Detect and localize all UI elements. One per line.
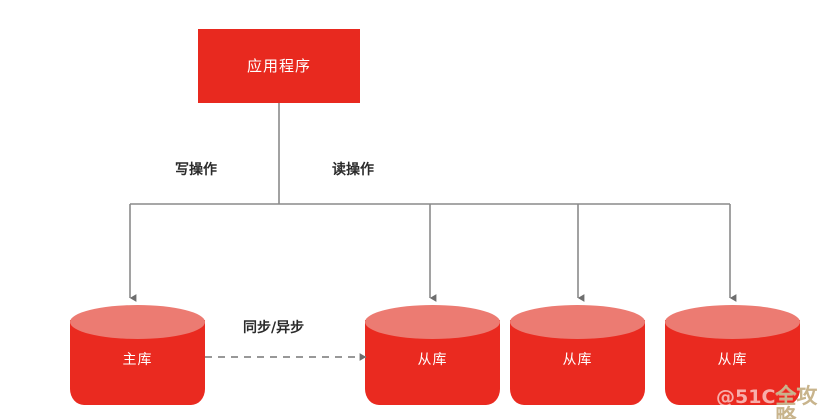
cylinder-top-ellipse	[665, 305, 800, 339]
application-node-label: 应用程序	[246, 56, 311, 75]
edge-label-write: 写操作	[175, 162, 217, 178]
database-node-label: 从库	[717, 352, 748, 368]
database-node-label: 从库	[562, 352, 593, 368]
cylinder-top-ellipse	[70, 305, 205, 339]
database-node-slave-3: 从库	[665, 305, 800, 405]
application-node: 应用程序	[198, 29, 360, 103]
edge-label-read: 读操作	[332, 162, 374, 178]
database-node-slave-2: 从库	[510, 305, 645, 405]
cylinder-top-ellipse	[365, 305, 500, 339]
edge-label-replication: 同步/异步	[243, 320, 305, 336]
database-node-slave-1: 从库	[365, 305, 500, 405]
cylinder-top-ellipse	[510, 305, 645, 339]
database-node-label: 主库	[122, 352, 153, 368]
database-node-master: 主库	[70, 305, 205, 405]
database-node-label: 从库	[417, 352, 448, 368]
